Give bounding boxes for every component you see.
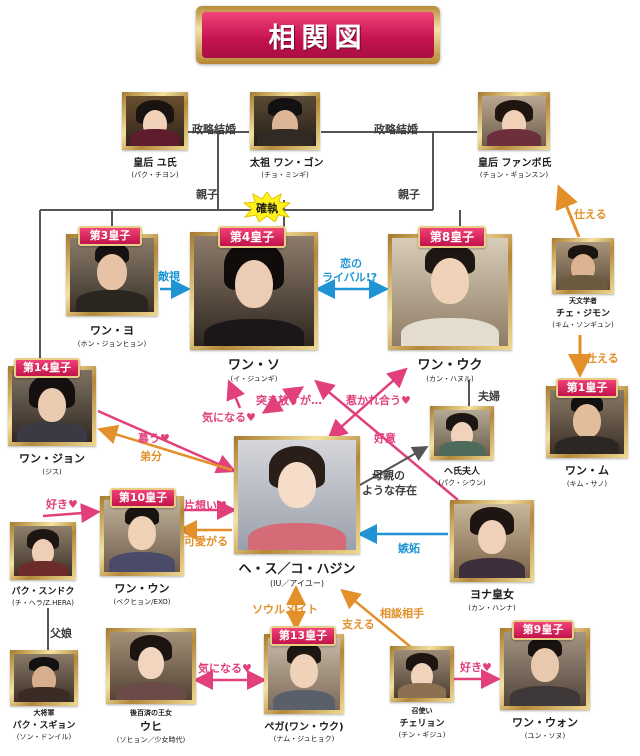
actor-name: (ジス) [42,468,62,476]
actor-name: (ユン・ソヌ) [524,732,566,740]
label-parent-child-left: 親子 [196,188,218,201]
actor-name: (キム・ソンギュン) [552,321,614,329]
label-goodwill: 好意 [374,432,396,445]
character-name: チェリョン [399,719,445,729]
label-soulmate: ソウルメイト [252,603,318,616]
chart-title: 相関図 [268,22,368,54]
label-unrequited: 片想い♥ [184,499,227,512]
actor-name: (チョン・ギョンスン) [479,171,549,179]
rank-badge-14: 第14皇子 [14,358,80,378]
label-love-jung: 慕う♥ [138,432,170,445]
character-name: 太祖 ワン・ゴン [250,158,324,169]
label-jealousy: 嫉妬 [398,542,420,555]
actor-name: (チョ・ミンギ) [261,171,309,179]
character-title: 後百済の王女 [130,709,172,717]
burst-icon [242,191,292,223]
character-name: ワン・ヨ [90,324,134,337]
actor-name: (ナム・ジュヒョク) [273,735,335,743]
label-like-eun: 好き♥ [46,498,78,511]
actor-name: (キム・サノ) [566,480,608,488]
actor-name: (ソン・ドンイル) [16,733,72,741]
actor-name: (イ・ジュンギ) [230,375,278,383]
family-lines [39,131,477,655]
label-political-marriage-left: 政略結婚 [192,123,236,136]
label-serves-top: 仕える [574,208,607,221]
rank-badge-9: 第9皇子 [512,620,574,640]
character-name: ワン・ジョン [19,452,85,465]
actor-name: (ホン・ジョンヒョン) [77,340,147,348]
label-interested-baek: 気になる♥ [198,662,252,675]
label-interested-so: 気になる♥ [202,411,256,424]
rank-badge-8: 第8皇子 [418,226,486,248]
character-name: ワン・ウン [114,582,170,595]
character-name: ペガ(ワン・ウク) [264,722,344,733]
actor-name: (カン・ハヌル) [426,375,474,383]
title-banner: 相関図 [196,6,440,64]
actor-name: (IU／アイユー) [270,579,324,588]
label-rivals-1: 恋の [340,257,362,270]
actor-name: (パク・シウン) [438,479,486,487]
label-supports: 支える [342,618,375,631]
character-name: ヘ氏夫人 [443,467,480,477]
actor-name: (ソヒョン／少女時代) [116,736,186,744]
character-name: ウヒ [140,720,162,733]
label-mother-figure-2: ような存在 [362,484,417,497]
label-cute: 可愛がる [184,535,228,548]
rank-badge-3: 第3皇子 [78,226,142,246]
label-father-daughter: 父娘 [50,627,72,640]
character-name: ワン・ウォン [512,716,578,729]
label-political-marriage-right: 政略結婚 [374,123,418,136]
label-push-away: 突き放すが… [256,394,322,407]
character-name: ヘ・ス／コ・ハジン [238,562,356,577]
actor-name: (パク・チヨン) [131,171,179,179]
rank-badge-13: 第13皇子 [270,626,336,646]
actor-name: (チ・ヘラ/Z.HERA) [12,599,74,607]
character-title: 召使い [411,707,433,715]
character-name: ヨナ皇女 [470,588,514,601]
character-title: 大将軍 [33,709,55,717]
rank-badge-4: 第4皇子 [218,226,286,248]
label-contempt: 敵視 [158,270,180,283]
conflict-burst: 確執 [242,191,292,223]
actor-name: (ベクヒョン/EXO) [113,598,171,606]
actor-name: (カン・ハンナ) [468,604,516,612]
label-serves-mid: 仕える [586,352,619,365]
character-name: ワン・ソ [227,358,280,373]
label-parent-child-right: 親子 [398,188,420,201]
character-name: パク・スンドク [11,587,75,597]
character-name: ワン・ウク [417,358,483,373]
rank-badge-10: 第10皇子 [110,488,176,508]
label-confidant: 相談相手 [380,607,424,620]
character-name: 皇后 ユ氏 [133,158,177,169]
character-title: 天文学者 [569,297,597,305]
character-name: ワン・ム [565,464,609,477]
character-name: パク・スギョン [12,721,76,731]
character-name: チェ・ジモン [555,309,610,319]
actor-name: (チン・ギジュ) [398,731,446,739]
label-younger-brother: 弟分 [140,450,162,463]
label-mother-figure-1: 母親の [372,469,405,482]
label-like-won: 好き♥ [460,661,492,674]
rank-badge-1: 第1皇子 [556,378,618,398]
label-rivals-2: ライバル!? [322,271,378,284]
character-name: 皇后 ファンボ氏 [478,158,552,169]
burst-label: 確執 [256,202,278,215]
label-couple: 夫婦 [478,390,500,403]
label-attracted-each-other: 惹かれ合う♥ [346,394,411,407]
